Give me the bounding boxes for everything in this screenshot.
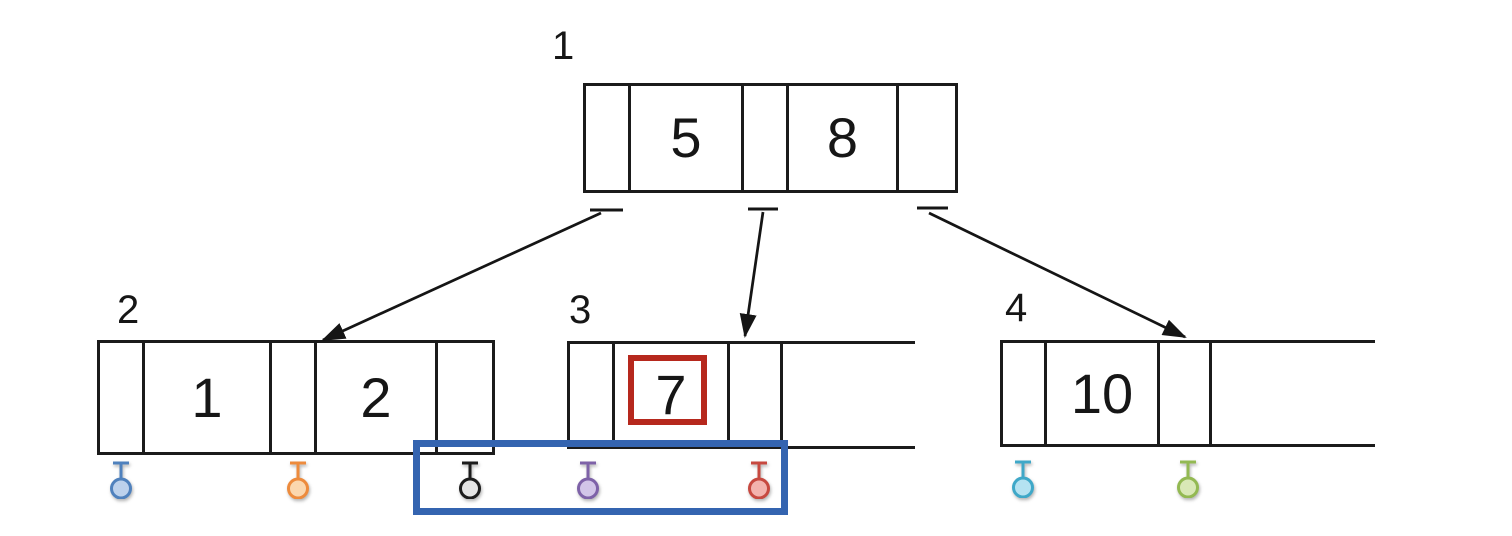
node-4-key-cell-10: 10 <box>1047 343 1160 444</box>
node-1-key-cell-5: 5 <box>631 86 744 190</box>
node-3-pointer-cell-left <box>570 344 615 446</box>
arrow-to-node-3 <box>739 211 765 338</box>
node-4-open-extension <box>1212 340 1375 447</box>
node-4-pointer-cell-left <box>1003 343 1047 444</box>
tree-node-1: 5 8 <box>583 83 958 193</box>
pin-icon-cyan <box>1010 458 1036 499</box>
key-1: 1 <box>191 365 223 429</box>
node-1-pointer-cell-right <box>899 86 955 190</box>
node-1-key-cell-8: 8 <box>789 86 899 190</box>
node-3-key-cell-7: 7 <box>615 344 730 446</box>
key-7: 7 <box>655 363 687 426</box>
pin-group-highlight-box <box>413 440 788 515</box>
tree-node-4: 10 <box>1000 340 1212 447</box>
key-7-highlight-box <box>628 355 707 425</box>
pin-icon-black <box>457 459 483 500</box>
tree-node-2: 1 2 <box>97 340 495 455</box>
node-4-number: 4 <box>1005 286 1028 330</box>
node-2-number: 2 <box>117 288 140 332</box>
arrow-to-node-4 <box>928 211 1187 339</box>
pin-icon-red <box>746 459 772 500</box>
node-1-number: 1 <box>552 24 575 68</box>
key-10: 10 <box>1070 361 1134 425</box>
node-2-key-cell-2: 2 <box>317 343 438 452</box>
arrow-to-node-2 <box>321 211 602 342</box>
pin-icon-green <box>1175 458 1201 499</box>
node-3-pointer-cell-right <box>730 344 780 446</box>
node-2-pointer-cell-left <box>100 343 145 452</box>
node-4-pointer-cell-right <box>1160 343 1209 444</box>
key-2: 2 <box>360 365 392 429</box>
node-2-pointer-cell-right <box>438 343 492 452</box>
key-5: 5 <box>670 106 702 169</box>
pin-icon-purple <box>575 459 601 500</box>
node-2-pointer-cell-mid <box>272 343 317 452</box>
node-3-open-extension <box>783 341 915 449</box>
node-1-pointer-cell-mid <box>744 86 789 190</box>
node-3-number: 3 <box>569 288 592 332</box>
node-1-pointer-cell-left <box>586 86 631 190</box>
key-8: 8 <box>826 106 859 169</box>
pin-icon-blue <box>108 459 134 500</box>
node-2-key-cell-1: 1 <box>145 343 272 452</box>
pin-icon-orange <box>285 459 311 500</box>
